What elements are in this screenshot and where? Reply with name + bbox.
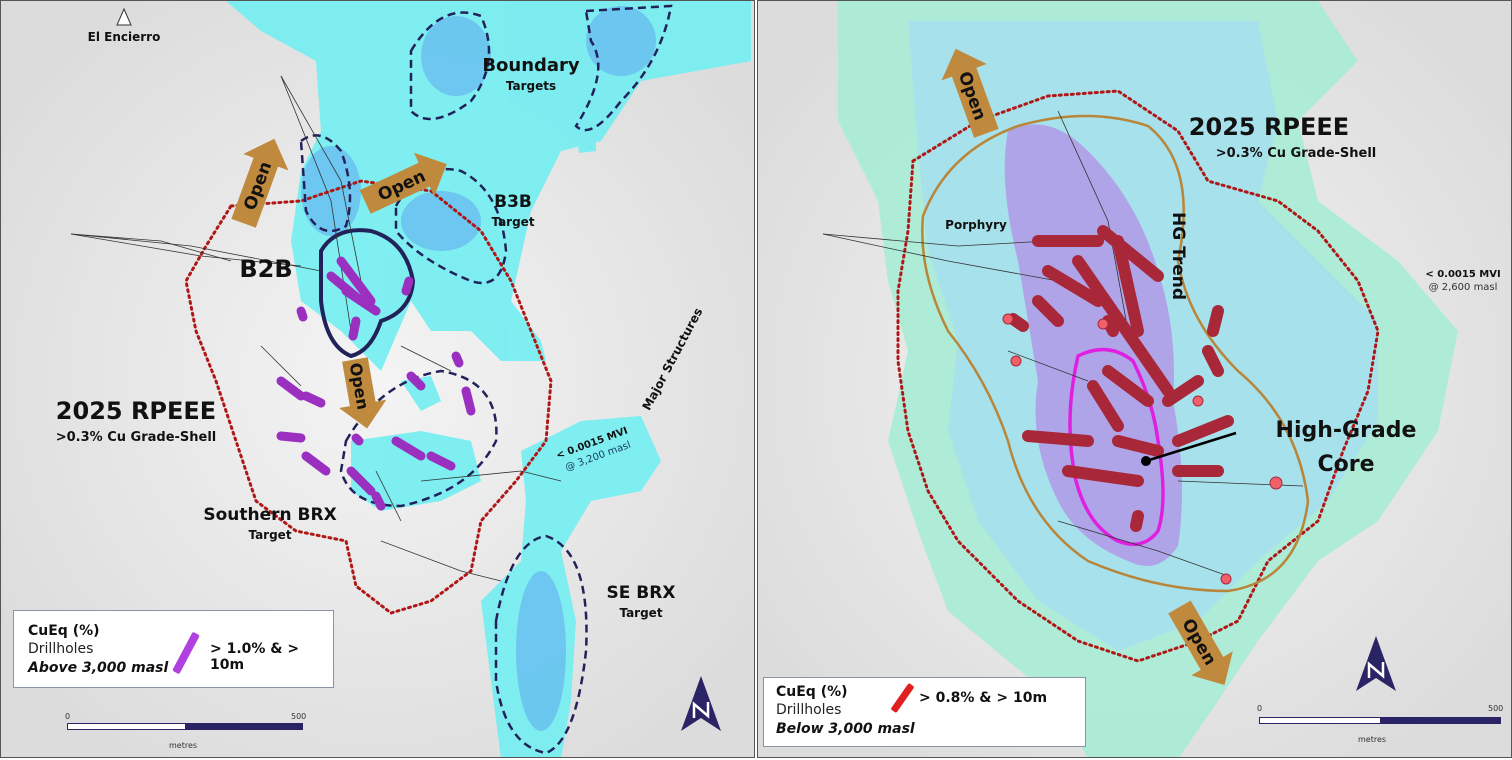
legend-title: CuEq (%) bbox=[28, 623, 100, 639]
boundary-label: Boundary bbox=[482, 55, 580, 76]
legend-elevation: Below 3,000 masl bbox=[776, 721, 915, 737]
b2b-label: B2B bbox=[239, 255, 292, 283]
porphyry-outline bbox=[921, 114, 1310, 593]
north-triangle-icon bbox=[116, 7, 132, 26]
open-arrow-nw: Open bbox=[231, 138, 289, 228]
drillhole-traces bbox=[822, 110, 1304, 577]
open-arrow-s: Open bbox=[339, 357, 387, 429]
legend-above-3000: CuEq (%) Drillholes Above 3,000 masl > 1… bbox=[13, 610, 334, 688]
purple-drillhole-symbol-icon bbox=[172, 631, 200, 675]
hg-trend-label: HG Trend bbox=[1168, 212, 1188, 300]
map-panel-above-3000: Open Open Open El Encierro Boundary Targ… bbox=[0, 0, 755, 758]
se-brx-label: SE BRX bbox=[607, 583, 676, 603]
rpeee-grade-shell-outline bbox=[896, 89, 1380, 663]
legend-title: CuEq (%) bbox=[776, 684, 848, 700]
scale-bar bbox=[1259, 717, 1501, 724]
scale-bar bbox=[67, 723, 303, 730]
boundary-sub-label: Targets bbox=[506, 79, 556, 93]
map-panel-below-3000: Open Open 2025 RPEEE >0.3% Cu Grade-Shel… bbox=[757, 0, 1512, 758]
drillhole-intercept-caps bbox=[1002, 313, 1283, 585]
scale-start: 0 bbox=[1257, 704, 1263, 713]
hg-core-leader-dot bbox=[1141, 456, 1151, 466]
scale-unit: metres bbox=[169, 741, 198, 750]
scale-end: 500 bbox=[291, 712, 307, 721]
rpeee-label: 2025 RPEEE bbox=[1189, 113, 1349, 141]
rpeee-sub-label: >0.3% Cu Grade-Shell bbox=[56, 430, 217, 445]
legend-subtitle: Drillholes bbox=[28, 641, 94, 657]
b3b-label: B3B bbox=[494, 192, 532, 212]
legend-below-3000: CuEq (%) Drillholes Below 3,000 masl > 0… bbox=[763, 677, 1086, 747]
b3b-sub-label: Target bbox=[491, 215, 534, 229]
rpeee-grade-shell-outline bbox=[184, 179, 553, 615]
hg-core-label-line2: Core bbox=[1317, 452, 1374, 477]
drillhole-traces bbox=[70, 75, 562, 582]
se-brx-sub-label: Target bbox=[619, 606, 662, 620]
scale-end: 500 bbox=[1488, 704, 1504, 713]
scale-unit: metres bbox=[1358, 735, 1387, 744]
drillhole-intercepts-above-3000 bbox=[276, 256, 476, 511]
rpeee-sub-label: >0.3% Cu Grade-Shell bbox=[1216, 146, 1377, 161]
legend-subtitle: Drillholes bbox=[776, 702, 842, 718]
north-arrow-icon bbox=[1356, 636, 1396, 691]
north-arrow-icon bbox=[681, 676, 721, 731]
hg-core-leader-line bbox=[1145, 431, 1237, 463]
grade-shell-body bbox=[1004, 124, 1182, 566]
southern-brx-label: Southern BRX bbox=[203, 505, 336, 525]
legend-threshold: > 1.0% & > 10m bbox=[210, 641, 300, 673]
el-encierro-label: El Encierro bbox=[88, 30, 161, 44]
b2b-outline bbox=[319, 228, 416, 359]
map-canvas: Open Open 2025 RPEEE >0.3% Cu Grade-Shel… bbox=[758, 1, 1511, 757]
legend-threshold: > 0.8% & > 10m bbox=[919, 690, 1048, 706]
mvi-label: < 0.0015 MVI bbox=[1425, 269, 1500, 280]
scale-start: 0 bbox=[65, 712, 71, 721]
mvi-sub-label: @ 2,600 masl bbox=[1429, 282, 1498, 293]
drillhole-intercepts-below-3000 bbox=[1007, 225, 1234, 532]
legend-elevation: Above 3,000 masl bbox=[28, 660, 169, 676]
red-drillhole-symbol-icon bbox=[890, 682, 915, 714]
mvi-core bbox=[301, 6, 656, 731]
southern-brx-sub-label: Target bbox=[248, 528, 291, 542]
porphyry-label: Porphyry bbox=[945, 218, 1007, 232]
hg-core-label-line1: High-Grade bbox=[1276, 418, 1417, 443]
rpeee-label: 2025 RPEEE bbox=[56, 397, 216, 425]
